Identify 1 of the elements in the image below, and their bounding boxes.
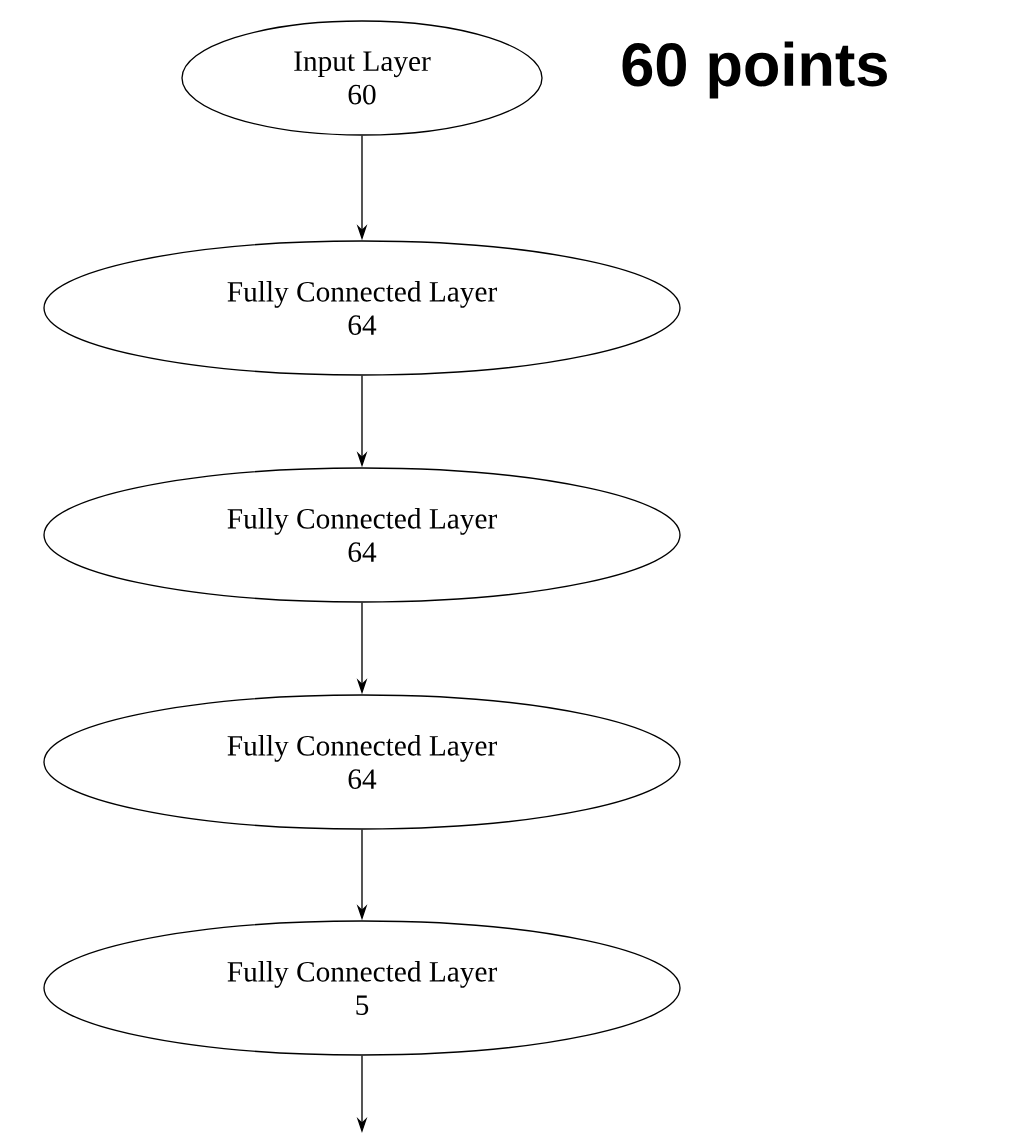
- heading-text: 60 points: [622, 41, 887, 99]
